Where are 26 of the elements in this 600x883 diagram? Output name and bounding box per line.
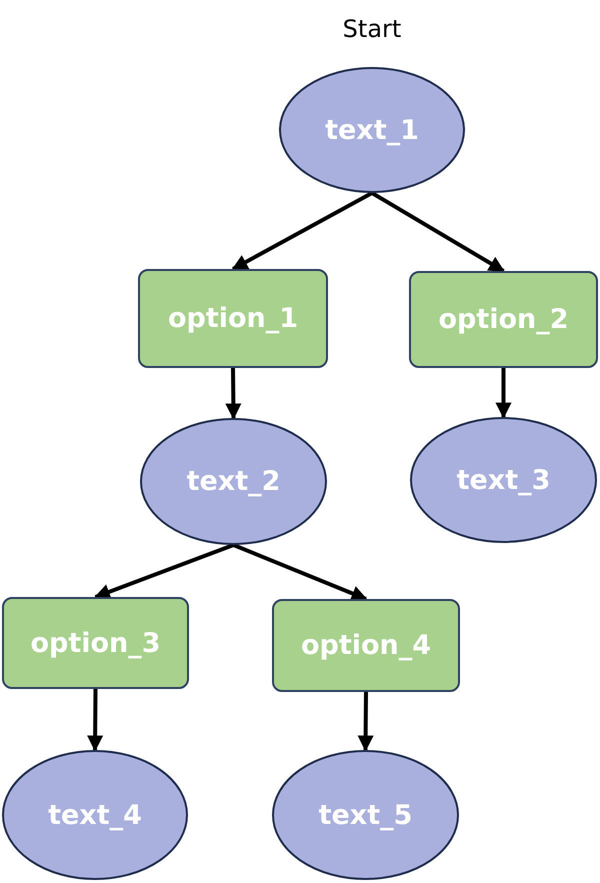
text-ellipse <box>410 417 597 543</box>
arrow <box>94 543 234 600</box>
arrow <box>232 543 368 601</box>
arrow <box>87 688 104 752</box>
arrow <box>496 368 512 419</box>
text-ellipse <box>140 418 327 545</box>
node-label: text_3 <box>456 464 550 496</box>
option-box <box>409 271 598 368</box>
node-label: option_3 <box>30 628 161 658</box>
option-box <box>2 597 189 689</box>
text-ellipse <box>2 750 188 880</box>
node-label: text_4 <box>48 800 142 830</box>
node-label: text_5 <box>318 800 412 830</box>
arrow <box>225 368 242 420</box>
start-label: Start <box>342 15 402 43</box>
node-label: text_1 <box>325 114 419 146</box>
option-box <box>272 599 460 692</box>
node-label: option_4 <box>300 630 432 661</box>
node-label: option_1 <box>168 303 298 334</box>
arrow <box>370 191 505 273</box>
node-label: option_2 <box>438 304 569 335</box>
text-ellipse <box>272 750 459 880</box>
option-box <box>138 269 328 368</box>
arrow <box>232 191 373 271</box>
node-label: text_2 <box>186 466 280 497</box>
arrow <box>358 692 374 752</box>
